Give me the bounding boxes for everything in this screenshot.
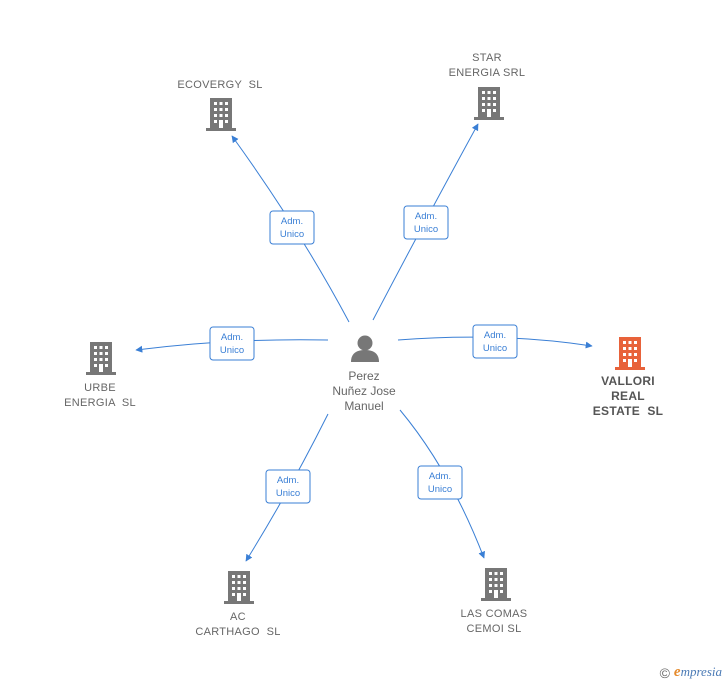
- company-label-line: CEMOI SL: [467, 623, 522, 635]
- edge-label-text: Adm.: [415, 211, 437, 222]
- building-icon: [206, 98, 236, 131]
- edge-label-ecovergy: Adm. Unico: [269, 210, 315, 245]
- edge-label-text: Unico: [280, 229, 304, 240]
- edge-label-text: Adm.: [484, 330, 506, 341]
- company-label-line: ESTATE SL: [593, 404, 664, 418]
- company-node-ac[interactable]: AC CARTHAGO SL: [195, 571, 280, 638]
- company-label-line: REAL: [611, 389, 645, 403]
- company-node-lascomas[interactable]: LAS COMAS CEMOI SL: [461, 568, 528, 635]
- edge-label-box: [403, 205, 449, 240]
- edge-label-ac: Adm. Unico: [265, 469, 311, 504]
- building-icon: [224, 571, 254, 604]
- brand-logo: empresia: [673, 664, 722, 680]
- company-label-line: ECOVERGY SL: [177, 79, 262, 91]
- center-person-node[interactable]: Perez Nuñez Jose Manuel: [332, 335, 396, 414]
- edge-label-text: Adm.: [277, 475, 299, 486]
- edge-label-text: Unico: [428, 484, 452, 495]
- edge-label-text: Adm.: [429, 471, 451, 482]
- building-icon: [481, 568, 511, 601]
- edge-label-urbe: Adm. Unico: [209, 326, 255, 361]
- company-label-line: URBE: [84, 382, 116, 394]
- nodes-layer: ECOVERGY SL STAR ENERGIA SRL URBE ENERGIA SL…: [64, 52, 663, 638]
- person-name-line-2: Nuñez Jose: [332, 384, 396, 398]
- company-label-line: ENERGIA SRL: [449, 67, 526, 79]
- edge-label-box: [209, 326, 255, 361]
- company-label-line: LAS COMAS: [461, 608, 528, 620]
- edge-label-text: Unico: [414, 224, 438, 235]
- edge-label-text: Unico: [483, 343, 507, 354]
- edge-label-text: Adm.: [221, 332, 243, 343]
- edge-label-star: Adm. Unico: [403, 205, 449, 240]
- edge-label-text: Adm.: [281, 216, 303, 227]
- company-label-line: CARTHAGO SL: [195, 626, 280, 638]
- company-node-ecovergy[interactable]: ECOVERGY SL: [177, 79, 262, 131]
- company-node-urbe[interactable]: URBE ENERGIA SL: [64, 342, 136, 409]
- edge-label-text: Unico: [276, 488, 300, 499]
- company-node-star[interactable]: STAR ENERGIA SRL: [449, 52, 526, 120]
- company-label-line: ENERGIA SL: [64, 397, 136, 409]
- person-name-line-3: Manuel: [344, 399, 383, 413]
- edge-label-text: Unico: [220, 345, 244, 356]
- edge-label-box: [265, 469, 311, 504]
- edge-label-lascomas: Adm. Unico: [417, 465, 463, 500]
- edge-labels-layer: Adm.UnicoAdm.UnicoAdm.UnicoAdm.UnicoAdm.…: [209, 205, 518, 504]
- copyright-symbol: ©: [659, 664, 670, 681]
- person-name-line-1: Perez: [348, 369, 379, 383]
- company-label-line: STAR: [472, 52, 502, 64]
- edge-label-box: [417, 465, 463, 500]
- building-icon: [474, 87, 504, 120]
- edge-label-box: [472, 324, 518, 359]
- edge-label-box: [269, 210, 315, 245]
- person-icon: [351, 335, 379, 362]
- edge-label-vallori: Adm. Unico: [472, 324, 518, 359]
- company-label-line: VALLORI: [601, 374, 655, 388]
- building-icon: [86, 342, 116, 375]
- footer-brand: © empresia: [660, 664, 722, 681]
- building-icon: [615, 337, 645, 370]
- company-label-line: AC: [230, 611, 246, 623]
